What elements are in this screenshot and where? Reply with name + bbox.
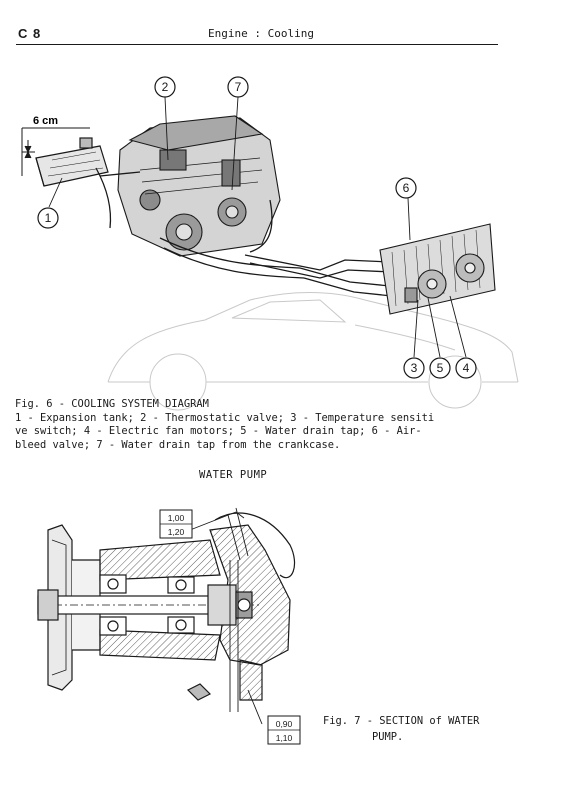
section-title: Engine : Cooling bbox=[208, 27, 314, 40]
callout-2-label: 2 bbox=[162, 80, 169, 94]
upper-tolerance-box bbox=[159, 509, 193, 539]
callout-3 bbox=[403, 357, 425, 379]
figure-7-caption-line1: Fig. 7 - SECTION of WATER bbox=[323, 715, 480, 727]
callout-5-label: 5 bbox=[437, 361, 444, 375]
upper-tolerance-max: 1,20 bbox=[168, 527, 185, 537]
car-silhouette bbox=[107, 292, 519, 411]
dimension-marker bbox=[21, 127, 90, 176]
figure-7-caption: Fig. 7 - SECTION of WATER PUMP. bbox=[323, 713, 513, 745]
water-pump-section bbox=[37, 512, 295, 701]
page-code: C 8 bbox=[18, 26, 42, 41]
callout-4-label: 4 bbox=[463, 361, 470, 375]
callout-2 bbox=[154, 76, 176, 98]
upper-tolerance-min: 1,00 bbox=[168, 513, 185, 523]
callout-5 bbox=[429, 357, 451, 379]
callout-6 bbox=[395, 177, 417, 199]
lower-tolerance-min: 0,90 bbox=[276, 719, 293, 729]
engine-block bbox=[117, 115, 281, 257]
figure-6-caption: Fig. 6 - COOLING SYSTEM DIAGRAM 1 - Expa… bbox=[15, 398, 435, 451]
callout-7-label: 7 bbox=[235, 80, 242, 94]
callout-leaders bbox=[48, 96, 467, 358]
callout-1-label: 1 bbox=[45, 211, 52, 225]
lower-tolerance-box bbox=[267, 715, 301, 745]
tolerance-leaders bbox=[189, 507, 263, 725]
dimension-label: 6 cm bbox=[33, 115, 58, 127]
callout-3-label: 3 bbox=[411, 361, 418, 375]
expansion-tank bbox=[35, 137, 109, 187]
radiator bbox=[379, 223, 496, 315]
lower-tolerance-max: 1,10 bbox=[276, 733, 293, 743]
callout-6-label: 6 bbox=[403, 181, 410, 195]
figure-7-caption-line2: PUMP. bbox=[372, 731, 404, 743]
figure-7-title: WATER PUMP bbox=[199, 469, 268, 481]
callout-1 bbox=[37, 207, 59, 229]
header-rule bbox=[16, 44, 498, 45]
callout-4 bbox=[455, 357, 477, 379]
callout-7 bbox=[227, 76, 249, 98]
